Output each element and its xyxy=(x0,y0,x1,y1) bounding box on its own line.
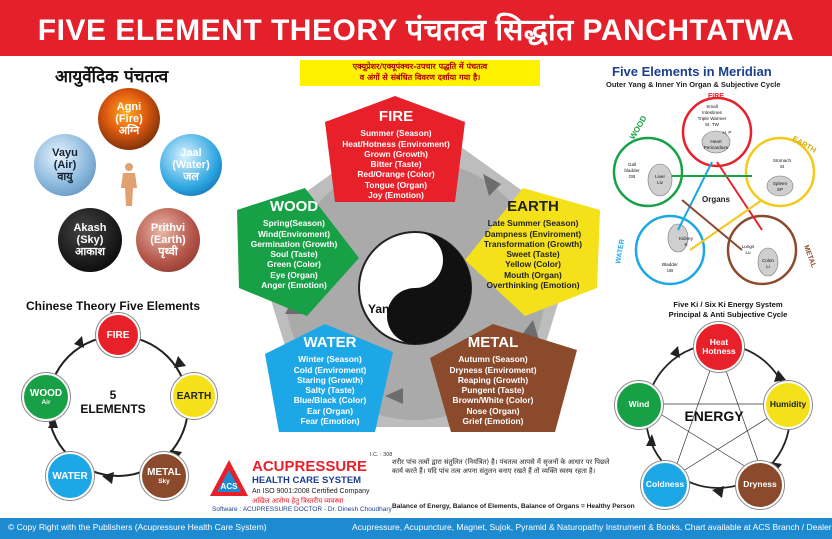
svg-text:Bladder: Bladder xyxy=(662,262,678,267)
chinese-center-label: 5 ELEMENTS xyxy=(80,388,146,417)
svg-text:Pericardium: Pericardium xyxy=(704,145,729,150)
arrow-icon xyxy=(385,388,403,404)
svg-text:UB: UB xyxy=(667,268,673,273)
arrow-icon xyxy=(74,336,84,348)
meridian-title: Five Elements in Meridian xyxy=(612,64,772,79)
svg-text:H, P: H, P xyxy=(723,130,732,135)
wood-pentagon xyxy=(237,188,359,316)
arrow-icon xyxy=(712,486,724,498)
fire-orb: Agni(Fire)अग्नि xyxy=(98,88,160,150)
meridian-earth-label: EARTH xyxy=(791,134,818,155)
meridian-metal-label: METAL xyxy=(802,244,817,269)
svg-text:SP: SP xyxy=(777,187,783,192)
energy-humidity-node: Humidity xyxy=(764,381,812,429)
sky-orb: Akash(Sky)आकाश xyxy=(58,208,122,272)
water-orb: Jaal(Water)जल xyxy=(160,134,222,196)
chinese-earth-node: EARTH xyxy=(171,373,217,419)
svg-text:Kidney: Kidney xyxy=(679,236,694,241)
arrow-icon xyxy=(483,174,501,196)
svg-text:Gall: Gall xyxy=(628,162,636,167)
header-banner: FIVE ELEMENT THEORY पंचतत्व सिद्धांत PAN… xyxy=(0,0,832,56)
acs-badge: ACS xyxy=(220,482,238,491)
energy-dryness-node: Dryness xyxy=(736,461,784,509)
meridian-water-label: WATER xyxy=(615,239,626,265)
svg-text:Heart: Heart xyxy=(710,139,722,144)
chinese-title: Chinese Theory Five Elements xyxy=(26,299,201,313)
human-figure-icon xyxy=(121,163,137,206)
footer-availability: Acupressure, Acupuncture, Magnet, Sujok,… xyxy=(352,522,832,532)
air-orb: Vayu(Air)वायु xyxy=(34,134,96,196)
center-note: एक्यूप्रेशर/एक्यूपंक्चर-उपचार पद्धति में… xyxy=(300,60,540,86)
chinese-wood-node: WOOD Air xyxy=(22,373,70,421)
earth-orb: Prithvi(Earth)पृथ्वी xyxy=(136,208,200,272)
logo-hindi: अखिल आरोग्य हेतु त्रिस्तरीय व्यवस्था xyxy=(252,498,344,505)
wood-info: WOOD Spring(Season)Wind(Enviroment)Germi… xyxy=(250,198,338,290)
ayurvedic-diagram: Agni(Fire)अग्नि Vayu(Air)वायु Jaal(Water… xyxy=(28,84,228,284)
meridian-center-label: Organs xyxy=(702,195,731,204)
water-info: WATER Winter (Season)Cold (Enviroment)St… xyxy=(293,334,367,426)
footer-copyright: © Copy Right with the Publishers (Acupre… xyxy=(8,522,267,532)
meridian-subtitle: Outer Yang & Inner Yin Organ & Subjectiv… xyxy=(606,80,781,89)
logo-software: Software : ACUPRESSURE DOCTOR - Dr. Dine… xyxy=(212,506,392,513)
svg-text:Spleen: Spleen xyxy=(773,181,788,186)
svg-text:Small: Small xyxy=(706,104,718,109)
chinese-water-node: WATER xyxy=(46,452,94,500)
metal-pentagon xyxy=(430,324,577,432)
logo-iso: An ISO 9001:2008 Certified Company xyxy=(252,488,370,495)
page-title: FIVE ELEMENT THEORY पंचतत्व सिद्धांत PAN… xyxy=(37,14,795,47)
central-diagram xyxy=(237,96,600,432)
arrow-icon xyxy=(174,356,186,368)
svg-text:Colon: Colon xyxy=(762,258,774,263)
svg-text:Liv: Liv xyxy=(657,180,664,185)
water-pentagon xyxy=(265,324,393,432)
svg-text:Li: Li xyxy=(766,264,770,269)
acs-logo: ACS xyxy=(208,458,250,498)
svg-text:Lungs: Lungs xyxy=(742,244,755,249)
yin-label: Yin xyxy=(424,256,443,270)
fire-pentagon xyxy=(325,96,465,202)
logo-name2: HEALTH CARE SYSTEM xyxy=(252,475,362,486)
yin-yang-icon xyxy=(358,231,472,345)
logo-code: I.C. : 308 xyxy=(370,452,393,458)
svg-text:K: K xyxy=(684,242,688,247)
bottom-hindi-text: शरीर पांच तत्वों द्वारा संतुलित (नियंत्र… xyxy=(392,458,610,476)
svg-text:Intestines: Intestines xyxy=(702,110,722,115)
arrow-icon xyxy=(102,472,114,484)
footer-bar: © Copy Right with the Publishers (Acupre… xyxy=(0,518,832,539)
energy-center-label: ENERGY xyxy=(684,408,744,424)
energy-title: Five Ki / Six Ki Energy System Principal… xyxy=(668,300,788,320)
fire-info: FIRE Summer (Season)Heat/Hotness (Enviro… xyxy=(342,108,450,200)
svg-text:bladder: bladder xyxy=(624,168,640,173)
yang-label: Yang xyxy=(368,302,397,316)
svg-text:Liver: Liver xyxy=(655,174,665,179)
svg-text:St: St xyxy=(780,164,785,169)
energy-coldness-node: Coldness xyxy=(641,461,689,509)
svg-text:Lu: Lu xyxy=(745,250,751,255)
chinese-fire-node: FIRE xyxy=(96,313,140,357)
arrow-icon xyxy=(48,416,58,428)
earth-pentagon xyxy=(465,188,600,316)
logo-name1: ACUPRESSURE xyxy=(252,458,368,475)
arrow-icon xyxy=(774,370,786,382)
earth-info: EARTH Late Summer (Season)Dampness (Envi… xyxy=(483,198,583,290)
svg-text:Triple Warmer: Triple Warmer xyxy=(698,116,727,121)
acs-triangle-icon xyxy=(210,460,248,496)
meridian-diagram: WOOD FIRE EARTH METAL WATER Organs Small… xyxy=(612,93,818,286)
balance-text: Balance of Energy, Balance of Elements, … xyxy=(392,503,635,510)
ayurvedic-title: आयुर्वेदिक पंचतत्व xyxy=(55,67,169,87)
chinese-metal-node: METAL Sky xyxy=(140,452,188,500)
svg-text:Stomach: Stomach xyxy=(773,158,792,163)
energy-wind-node: Wind xyxy=(615,381,663,429)
svg-text:SI, TW: SI, TW xyxy=(705,122,720,127)
svg-text:GB: GB xyxy=(629,174,636,179)
arrow-icon xyxy=(670,346,680,358)
arrow-icon xyxy=(646,434,656,446)
metal-info: METAL Autumn (Season)Dryness (Enviroment… xyxy=(449,334,537,426)
meridian-fire-label: FIRE xyxy=(708,93,724,100)
